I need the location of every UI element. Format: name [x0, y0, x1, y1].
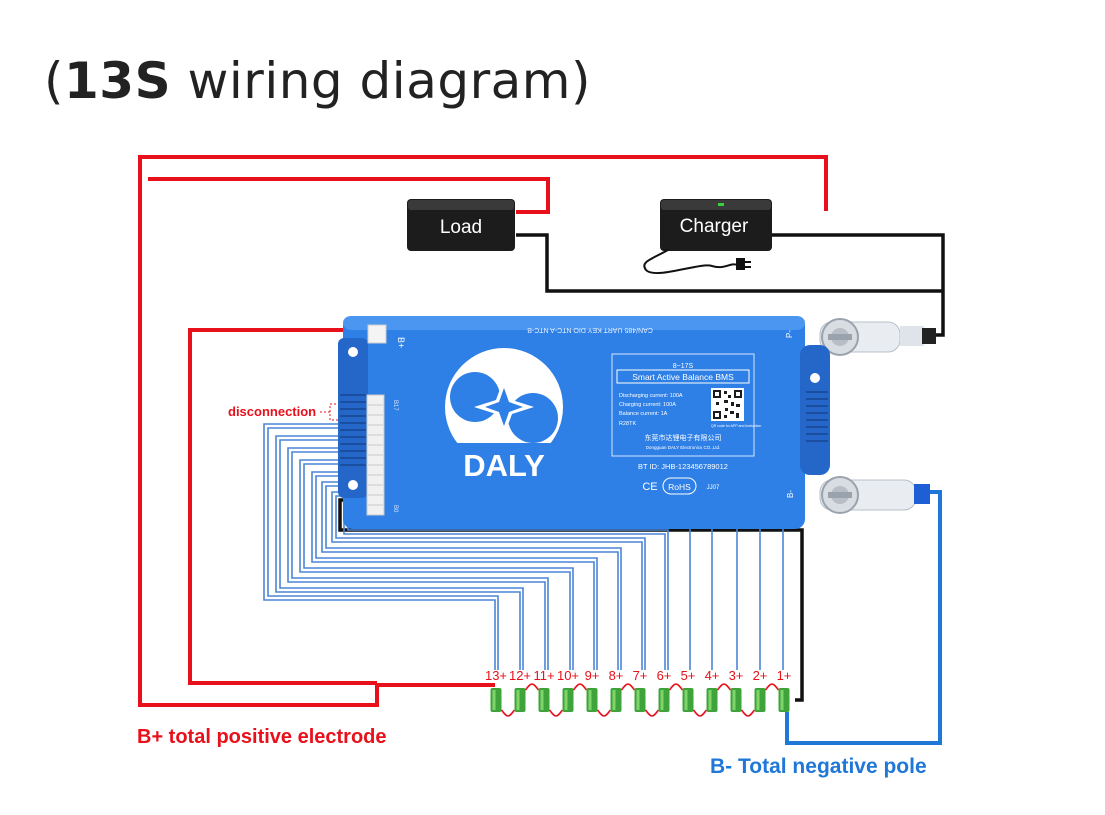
cert-code: JJ07	[707, 485, 720, 491]
battery-cell-highlight	[636, 690, 640, 710]
battery-cell	[706, 688, 718, 712]
battery-cell-highlight	[516, 690, 520, 710]
battery-cell	[754, 688, 766, 712]
pin-b17-label: B17	[392, 400, 398, 411]
load-label: Load	[440, 217, 482, 238]
b-minus-caption: B- Total negative pole	[710, 755, 927, 778]
cell-label: 8+	[609, 668, 624, 683]
cell-label: 11+	[533, 668, 554, 683]
p-minus-label: P-	[785, 330, 794, 338]
cell-label: 9+	[585, 668, 600, 683]
pin-b0-label: B0	[392, 505, 398, 513]
spec-balance: Balance current: 1A	[619, 411, 668, 417]
cell-label: 1+	[777, 668, 792, 683]
qr-code	[711, 388, 744, 421]
battery-cell	[730, 688, 742, 712]
battery-cell-highlight	[588, 690, 592, 710]
pin-bplus-label: B+	[396, 337, 406, 348]
battery-cell-highlight	[612, 690, 616, 710]
cell-label: 4+	[705, 668, 720, 683]
cell-link	[764, 683, 780, 691]
battery-cell	[562, 688, 574, 712]
disconnection-label: disconnection	[228, 404, 317, 419]
ports-label: CAN/485 UART KEY DIO NTC-A NTC-B	[527, 326, 653, 333]
cell-link	[524, 683, 540, 691]
cell-label: 7+	[633, 668, 648, 683]
battery-cell	[490, 688, 502, 712]
cell-label: 12+	[509, 668, 531, 683]
cell-label: 6+	[657, 668, 672, 683]
battery-cells	[490, 683, 790, 717]
cell-labels: 13+12+11+10+ 9+ 8+ 7+ 6+ 5+ 4+ 3+ 2+ 1+	[485, 668, 791, 683]
model-label: 8~17S	[673, 363, 694, 370]
company-en: Dongguan DALY Electronics CO.,Ltd.	[646, 445, 721, 450]
cell-label: 10+	[557, 668, 579, 683]
rohs-mark: RoHS	[668, 482, 691, 492]
battery-cell	[658, 688, 670, 712]
spec-charge: Charging current: 100A	[619, 402, 676, 408]
p-minus-terminal	[819, 318, 936, 356]
battery-cell-highlight	[660, 690, 664, 710]
battery-cell-highlight	[780, 690, 784, 710]
battery-cell	[778, 688, 790, 712]
b-minus-terminal	[819, 476, 930, 514]
b-minus-label: B-	[786, 490, 795, 498]
cell-link	[596, 709, 612, 717]
spec-code: R28TK	[619, 421, 636, 427]
battery-cell	[634, 688, 646, 712]
cell-link	[668, 683, 684, 691]
cell-link	[692, 709, 708, 717]
ce-mark: CE	[642, 481, 657, 493]
positive-wires	[138, 155, 828, 707]
battery-cell	[514, 688, 526, 712]
b-minus-wire	[785, 490, 942, 745]
spec-discharge: Discharging current: 100A	[619, 393, 683, 399]
charger-label: Charger	[680, 216, 749, 237]
battery-cell-highlight	[564, 690, 568, 710]
charger-device: Charger	[643, 199, 772, 275]
battery-cell-highlight	[492, 690, 496, 710]
battery-cell-highlight	[540, 690, 544, 710]
company-cn: 东莞市达锂电子有限公司	[645, 433, 722, 442]
bt-id-label: BT ID: JHB-123456789012	[638, 462, 728, 471]
battery-cell	[682, 688, 694, 712]
cell-link	[716, 683, 732, 691]
bms-board: B+ B17 B0 P- B- CAN/485 UART KEY DIO NTC…	[338, 316, 830, 529]
cell-label: 13+	[485, 668, 507, 683]
battery-cell	[538, 688, 550, 712]
cell-label: 5+	[681, 668, 696, 683]
battery-cell-highlight	[708, 690, 712, 710]
cell-link	[548, 709, 564, 717]
qr-caption: QR code for APP and instruction	[711, 424, 761, 428]
load-device: Load	[407, 199, 515, 251]
battery-cell	[586, 688, 598, 712]
cell-link	[572, 683, 588, 691]
cell-label: 3+	[729, 668, 744, 683]
brand-label: DALY	[463, 448, 545, 483]
cell-link	[740, 709, 756, 717]
battery-cell-highlight	[756, 690, 760, 710]
battery-cell-highlight	[732, 690, 736, 710]
page-title: (13S wiring diagram)	[44, 52, 591, 110]
b-plus-caption: B+ total positive electrode	[137, 726, 387, 748]
cell-label: 2+	[753, 668, 768, 683]
battery-cell-highlight	[684, 690, 688, 710]
battery-cell	[610, 688, 622, 712]
cell-link	[644, 709, 660, 717]
cell-link	[500, 709, 516, 717]
cell-link	[620, 683, 636, 691]
product-label: Smart Active Balance BMS	[632, 372, 734, 382]
